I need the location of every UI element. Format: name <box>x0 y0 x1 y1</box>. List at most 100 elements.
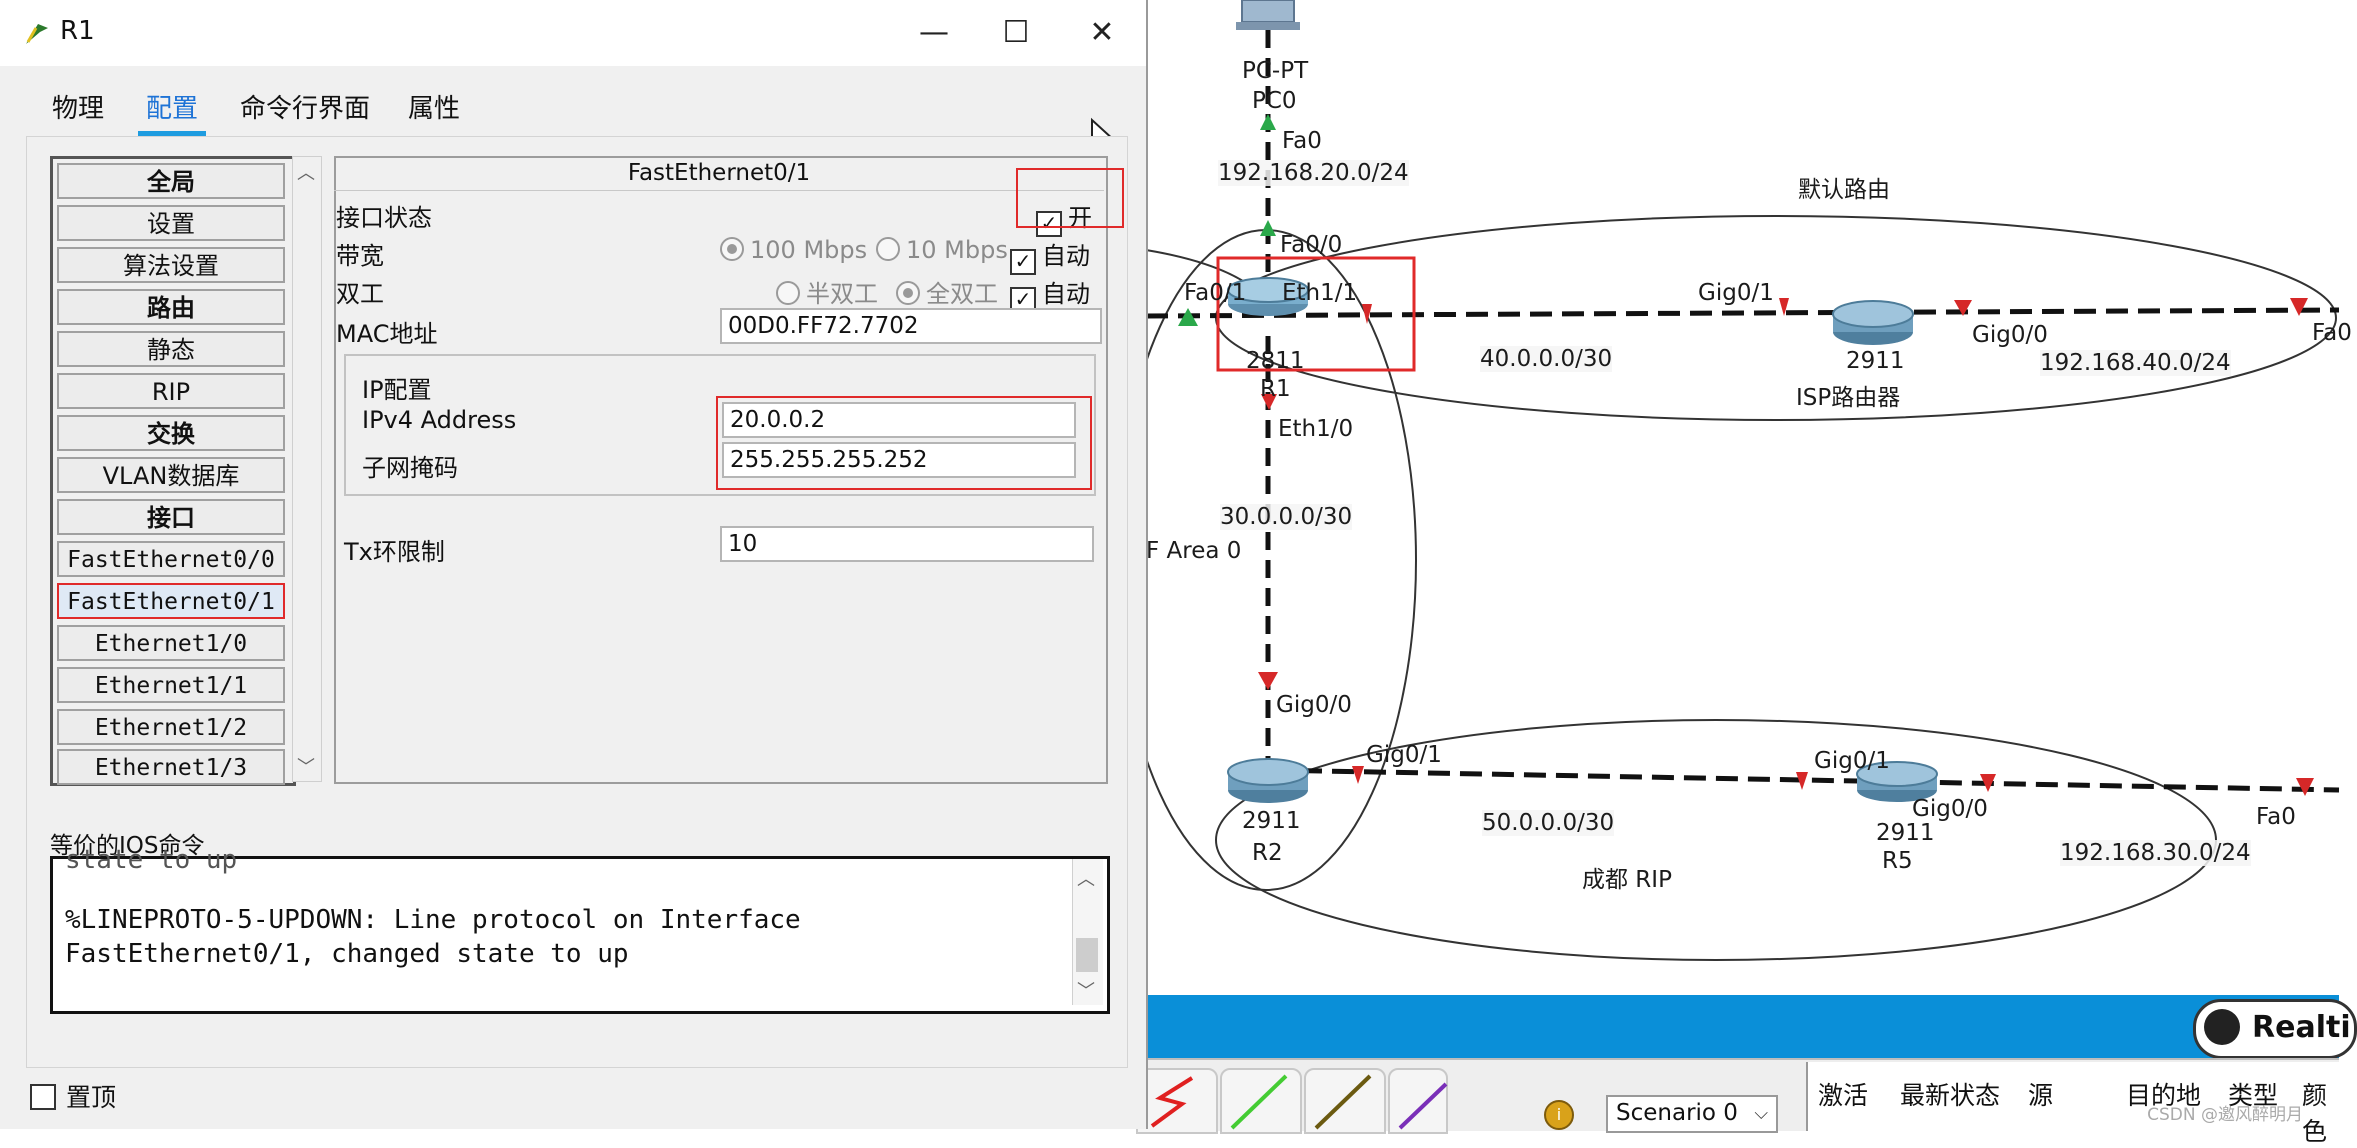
title-bar[interactable]: R1 — ☐ ✕ <box>0 0 1146 66</box>
r1-model-label: 2811 <box>1246 348 1305 374</box>
link-down-marker <box>1362 304 1372 324</box>
close-button[interactable]: ✕ <box>1089 15 1115 50</box>
pdu-col-source[interactable]: 源 <box>2028 1081 2054 1110</box>
nav-scrollbar[interactable]: ︿ ﹀ <box>292 156 322 782</box>
scroll-up-icon[interactable]: ︿ <box>1077 869 1095 890</box>
cable-tool-crossover[interactable] <box>1136 1068 1218 1134</box>
port-label: Fa0 <box>2256 804 2296 830</box>
isp-model-label: 2911 <box>1846 348 1905 374</box>
cable-tool-fiber[interactable] <box>1388 1068 1448 1134</box>
nav-item-static[interactable]: 静态 <box>57 331 285 367</box>
always-on-top-label: 置顶 <box>66 1083 117 1112</box>
always-on-top-checkbox[interactable]: 置顶 <box>30 1078 116 1114</box>
ip-fields-highlight-box <box>716 396 1092 490</box>
duplex-full-label: 全双工 <box>926 280 998 308</box>
cable-tool-console[interactable] <box>1304 1068 1386 1134</box>
scroll-up-icon[interactable]: ︿ <box>297 163 315 184</box>
scenario-select[interactable]: Scenario 0 ⌵ <box>1606 1095 1778 1133</box>
link-r2-r5 <box>1267 767 2340 793</box>
tab-physical[interactable]: 物理 <box>52 94 105 124</box>
isp-port-label: Gig0/1 <box>1698 280 1774 306</box>
nav-item-rip[interactable]: RIP <box>57 373 285 409</box>
realtime-mode-button[interactable]: Realti <box>2193 999 2357 1059</box>
network-label: 192.168.40.0/24 <box>2040 350 2231 376</box>
r2-port-label: Gig0/1 <box>1366 742 1442 768</box>
nav-item-algorithm-settings[interactable]: 算法设置 <box>57 247 285 283</box>
pdu-col-color[interactable]: 颜色 <box>2302 1081 2328 1146</box>
topology-links <box>1115 0 2340 961</box>
green-cable-icon <box>1230 1074 1288 1130</box>
scroll-down-icon[interactable]: ﹀ <box>1077 981 1095 1002</box>
window-title: R1 <box>60 16 95 46</box>
clock-icon <box>2204 1009 2240 1045</box>
bandwidth-auto-checkbox[interactable]: ✓自动 <box>1010 236 1090 275</box>
console-scrollbar[interactable]: ︿ ﹀ <box>1072 859 1103 1005</box>
default-route-area-ellipse <box>1215 215 2337 421</box>
r5-port-label: Gig0/1 <box>1814 748 1890 774</box>
ipv4-address-field[interactable]: 20.0.0.2 <box>722 402 1076 438</box>
link-down-marker <box>1261 394 1277 410</box>
tx-ring-limit-label: Tx环限制 <box>344 538 445 566</box>
nav-item-fastethernet0-0[interactable]: FastEthernet0/0 <box>57 541 285 577</box>
tx-ring-limit-field[interactable]: 10 <box>720 526 1094 562</box>
r1-port-label: Eth1/1 <box>1282 280 1358 306</box>
tab-bar: 物理 配置 命令行界面 属性 <box>30 86 1120 136</box>
nav-item-settings[interactable]: 设置 <box>57 205 285 241</box>
pdu-col-last-status[interactable]: 最新状态 <box>1900 1081 2001 1110</box>
console-line: FastEthernet0/1, changed state to up <box>65 939 629 969</box>
r1-port-label: Fa0/1 <box>1184 280 1247 306</box>
scenario-value: Scenario 0 <box>1616 1100 1738 1126</box>
radio-icon <box>776 281 800 305</box>
duplex-half-radio[interactable]: 半双工 <box>776 274 878 309</box>
simulation-toolbar: Realti <box>1146 995 2357 1059</box>
nav-item-ethernet1-0[interactable]: Ethernet1/0 <box>57 625 285 661</box>
nav-header-routing: 路由 <box>57 289 285 325</box>
subnet-mask-field[interactable]: 255.255.255.252 <box>722 442 1076 478</box>
radio-icon <box>876 237 900 261</box>
checkbox-checked-icon: ✓ <box>1010 249 1036 275</box>
r2-port-label: Gig0/0 <box>1276 692 1352 718</box>
router-icon <box>1832 300 1914 345</box>
router-icon <box>1227 758 1309 803</box>
pc-name-label: PC0 <box>1252 88 1297 114</box>
network-label: 192.168.30.0/24 <box>2060 840 2251 866</box>
pdu-col-destination[interactable]: 目的地 <box>2126 1081 2202 1110</box>
info-icon[interactable]: i <box>1544 1100 1574 1130</box>
mac-address-field[interactable]: 00D0.FF72.7702 <box>720 308 1102 344</box>
r5-model-label: 2911 <box>1876 820 1935 846</box>
console-scroll-thumb[interactable] <box>1076 938 1098 972</box>
router-config-icon <box>26 24 48 44</box>
pc-icon <box>1236 0 1300 30</box>
link-up-marker <box>1260 220 1276 236</box>
bandwidth-auto-label: 自动 <box>1042 242 1090 270</box>
topology-canvas[interactable]: PC-PT PC0 Fa0 192.168.20.0/24 Fa0/0 默认路由… <box>1115 0 2352 995</box>
nav-item-vlan-database[interactable]: VLAN数据库 <box>57 457 285 493</box>
pdu-col-fire[interactable]: 激活 <box>1818 1081 1869 1110</box>
bandwidth-10-radio[interactable]: 10 Mbps <box>876 236 1008 264</box>
nav-item-ethernet1-2[interactable]: Ethernet1/2 <box>57 709 285 745</box>
link-r1-isp <box>1145 307 2340 319</box>
scroll-down-icon[interactable]: ﹀ <box>297 757 315 778</box>
port-status-label: 接口状态 <box>336 204 432 232</box>
tab-config[interactable]: 配置 <box>138 86 207 136</box>
r1-port-label: Fa0/0 <box>1280 232 1343 258</box>
nav-item-ethernet1-1[interactable]: Ethernet1/1 <box>57 667 285 703</box>
duplex-auto-label: 自动 <box>1042 280 1090 308</box>
area-label-ospf: F Area 0 <box>1146 538 1242 564</box>
tab-cli[interactable]: 命令行界面 <box>240 94 371 124</box>
nav-item-fastethernet0-1[interactable]: FastEthernet0/1 <box>57 583 285 619</box>
pc-model-label: PC-PT <box>1242 58 1309 84</box>
isp-name-label: ISP路由器 <box>1796 385 1901 411</box>
tab-attributes[interactable]: 属性 <box>408 94 461 124</box>
ios-command-console[interactable]: state to up %LINEPROTO-5-UPDOWN: Line pr… <box>50 845 1110 1014</box>
cable-tool-straight[interactable] <box>1220 1068 1302 1134</box>
realtime-label: Realti <box>2252 1010 2351 1045</box>
bandwidth-100-radio[interactable]: 100 Mbps <box>720 236 867 264</box>
pdu-list-header: 激活 最新状态 源 目的地 类型 颜色 <box>1806 1062 2348 1146</box>
olive-cable-icon <box>1314 1074 1372 1130</box>
pdu-col-type[interactable]: 类型 <box>2228 1081 2279 1110</box>
nav-item-ethernet1-3[interactable]: Ethernet1/3 <box>57 749 285 785</box>
maximize-button[interactable]: ☐ <box>1002 15 1030 50</box>
duplex-full-radio[interactable]: 全双工 <box>896 274 998 309</box>
minimize-button[interactable]: — <box>919 15 949 50</box>
